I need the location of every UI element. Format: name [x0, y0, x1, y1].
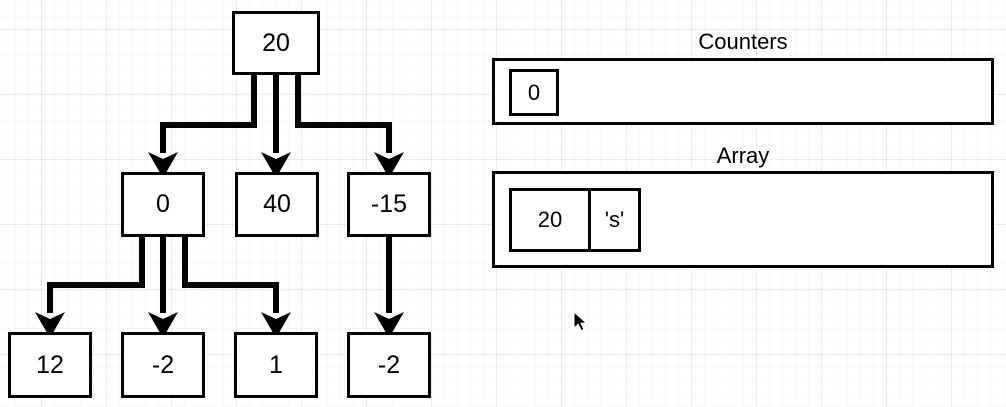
- tree-node-label: 20: [262, 28, 290, 57]
- tree-node-40[interactable]: 40: [235, 172, 319, 237]
- edge-0-to-12: [47, 237, 145, 313]
- counters-panel: [492, 58, 994, 125]
- array-cell[interactable]: 20: [509, 188, 591, 252]
- counter-cell-value: 0: [527, 79, 541, 105]
- array-cell-value: 's': [604, 207, 625, 232]
- array-cell-value: 20: [537, 207, 563, 232]
- tree-node-label: 1: [269, 350, 283, 379]
- tree-node-label: 12: [36, 350, 64, 379]
- counters-panel-title: Counters: [698, 29, 788, 54]
- tree-node-1[interactable]: 1: [234, 332, 318, 398]
- tree-node-minus2-b[interactable]: -2: [347, 332, 431, 398]
- tree-node-label: -15: [370, 190, 408, 218]
- tree-node-12[interactable]: 12: [8, 332, 92, 398]
- mouse-pointer-icon: [573, 311, 588, 332]
- edge-root-to-15: [295, 75, 392, 153]
- tree-node-0[interactable]: 0: [121, 172, 205, 237]
- counter-cell[interactable]: 0: [509, 69, 559, 116]
- array-cells: 20 's': [509, 188, 641, 252]
- edge-root-to-0: [160, 75, 257, 153]
- array-cell[interactable]: 's': [588, 188, 641, 252]
- tree-node-label: 0: [156, 190, 170, 218]
- tree-node-root[interactable]: 20: [232, 11, 320, 75]
- array-panel-title: Array: [716, 143, 770, 168]
- counters-cells: 0: [509, 69, 559, 116]
- edge-0-to-1: [182, 237, 279, 313]
- tree-node-label: -2: [377, 350, 401, 379]
- tree-node-minus2-a[interactable]: -2: [121, 332, 205, 398]
- tree-node-minus15[interactable]: -15: [347, 172, 431, 237]
- tree-node-label: 40: [263, 190, 291, 218]
- tree-node-label: -2: [151, 350, 175, 379]
